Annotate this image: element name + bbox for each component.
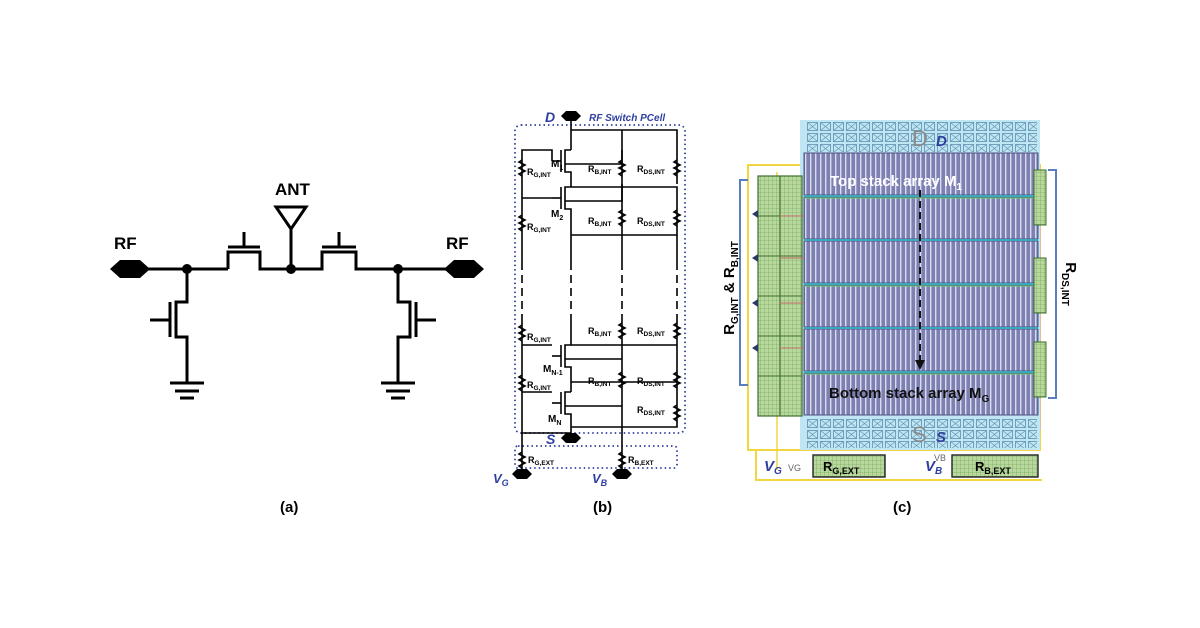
rb-ext-label: RB,EXT bbox=[628, 455, 654, 467]
rg-ext-label: RG,EXT bbox=[528, 455, 554, 467]
vg-label: VG bbox=[493, 471, 509, 488]
rb-int-label: RB,INT bbox=[588, 326, 612, 338]
rf-right-label: RF bbox=[446, 234, 469, 253]
rb-int-label: RB,INT bbox=[588, 376, 612, 388]
rds-int-label: RDS,INT bbox=[637, 164, 665, 176]
m1-label: M1 bbox=[551, 159, 563, 172]
rds-int-label: RDS,INT bbox=[637, 216, 665, 228]
layout-vb-small: VB bbox=[934, 453, 946, 463]
layout-vg-label: VG bbox=[764, 458, 782, 477]
rg-int-label: RG,INT bbox=[527, 380, 551, 392]
rg-ext-label: RG,EXT bbox=[823, 459, 860, 476]
mn-label: MN bbox=[548, 414, 561, 427]
panel-c-label: (c) bbox=[893, 499, 911, 516]
right-side-label: RDS,INT bbox=[1059, 262, 1079, 306]
rf-left-label: RF bbox=[114, 234, 137, 253]
rb-int-label: RB,INT bbox=[588, 216, 612, 228]
s-port bbox=[561, 433, 581, 443]
rf-port-left bbox=[110, 260, 150, 278]
rb-ext-label: RB,EXT bbox=[975, 459, 1011, 476]
rb-int-label: RB,INT bbox=[588, 164, 612, 176]
rds-int-label: RDS,INT bbox=[637, 326, 665, 338]
vb-label: VB bbox=[592, 471, 608, 488]
ext-resistor-box bbox=[514, 445, 678, 469]
rg-int-label: RG,INT bbox=[527, 332, 551, 344]
flow-arrow-head bbox=[915, 360, 925, 370]
pcell-boundary bbox=[514, 124, 686, 434]
layout-vb-label: VB bbox=[925, 458, 942, 477]
resistor-zigzags bbox=[517, 159, 682, 469]
s-label: S bbox=[546, 431, 556, 447]
layout-s-gray: S bbox=[912, 422, 927, 447]
rg-ext-box bbox=[812, 454, 886, 478]
d-port bbox=[561, 111, 581, 121]
bottom-array-label: Bottom stack array MG bbox=[829, 385, 990, 405]
left-side-label: RG,INT & RB,INT bbox=[721, 241, 741, 335]
pcell-title: RF Switch PCell bbox=[589, 113, 665, 124]
right-bracket bbox=[1048, 169, 1057, 399]
d-label: D bbox=[545, 109, 555, 125]
rg-int-label: RG,INT bbox=[527, 167, 551, 179]
layout-s-blue: S bbox=[936, 429, 946, 446]
vg-port bbox=[512, 469, 532, 479]
panel-b-label: (b) bbox=[593, 499, 612, 516]
vb-port bbox=[612, 469, 632, 479]
drain-pad-row bbox=[805, 122, 1037, 152]
left-bracket bbox=[739, 179, 748, 386]
node-dot bbox=[286, 264, 296, 274]
panel-c: Top stack array M1 Bottom stack array MG… bbox=[721, 120, 1079, 516]
rf-port-right bbox=[444, 260, 484, 278]
mn1-label: MN-1 bbox=[543, 364, 563, 377]
panel-a: RF RF ANT (a) bbox=[110, 180, 484, 516]
rds-int-label: RDS,INT bbox=[637, 376, 665, 388]
rds-int-label: RDS,INT bbox=[637, 405, 665, 417]
source-pad-row bbox=[805, 418, 1037, 448]
layout-d-blue: D bbox=[936, 133, 947, 150]
rb-ext-box bbox=[951, 454, 1039, 478]
m2-label: M2 bbox=[551, 209, 563, 222]
layout-vg-small: VG bbox=[788, 463, 801, 473]
gate-arrow-markers bbox=[752, 210, 758, 352]
rg-int-label: RG,INT bbox=[527, 222, 551, 234]
top-array-label: Top stack array M1 bbox=[830, 173, 962, 193]
stack-arrays bbox=[803, 152, 1039, 416]
ant-label: ANT bbox=[275, 180, 311, 199]
panel-b: D RF Switch PCell bbox=[493, 109, 686, 516]
right-resistor-column bbox=[1033, 169, 1047, 398]
panel-a-label: (a) bbox=[280, 499, 298, 516]
resistor-labels: RG,INT RG,INT RG,INT RG,INT RB,INT RB,IN… bbox=[527, 164, 665, 467]
layout-d-gray: D bbox=[912, 126, 928, 151]
